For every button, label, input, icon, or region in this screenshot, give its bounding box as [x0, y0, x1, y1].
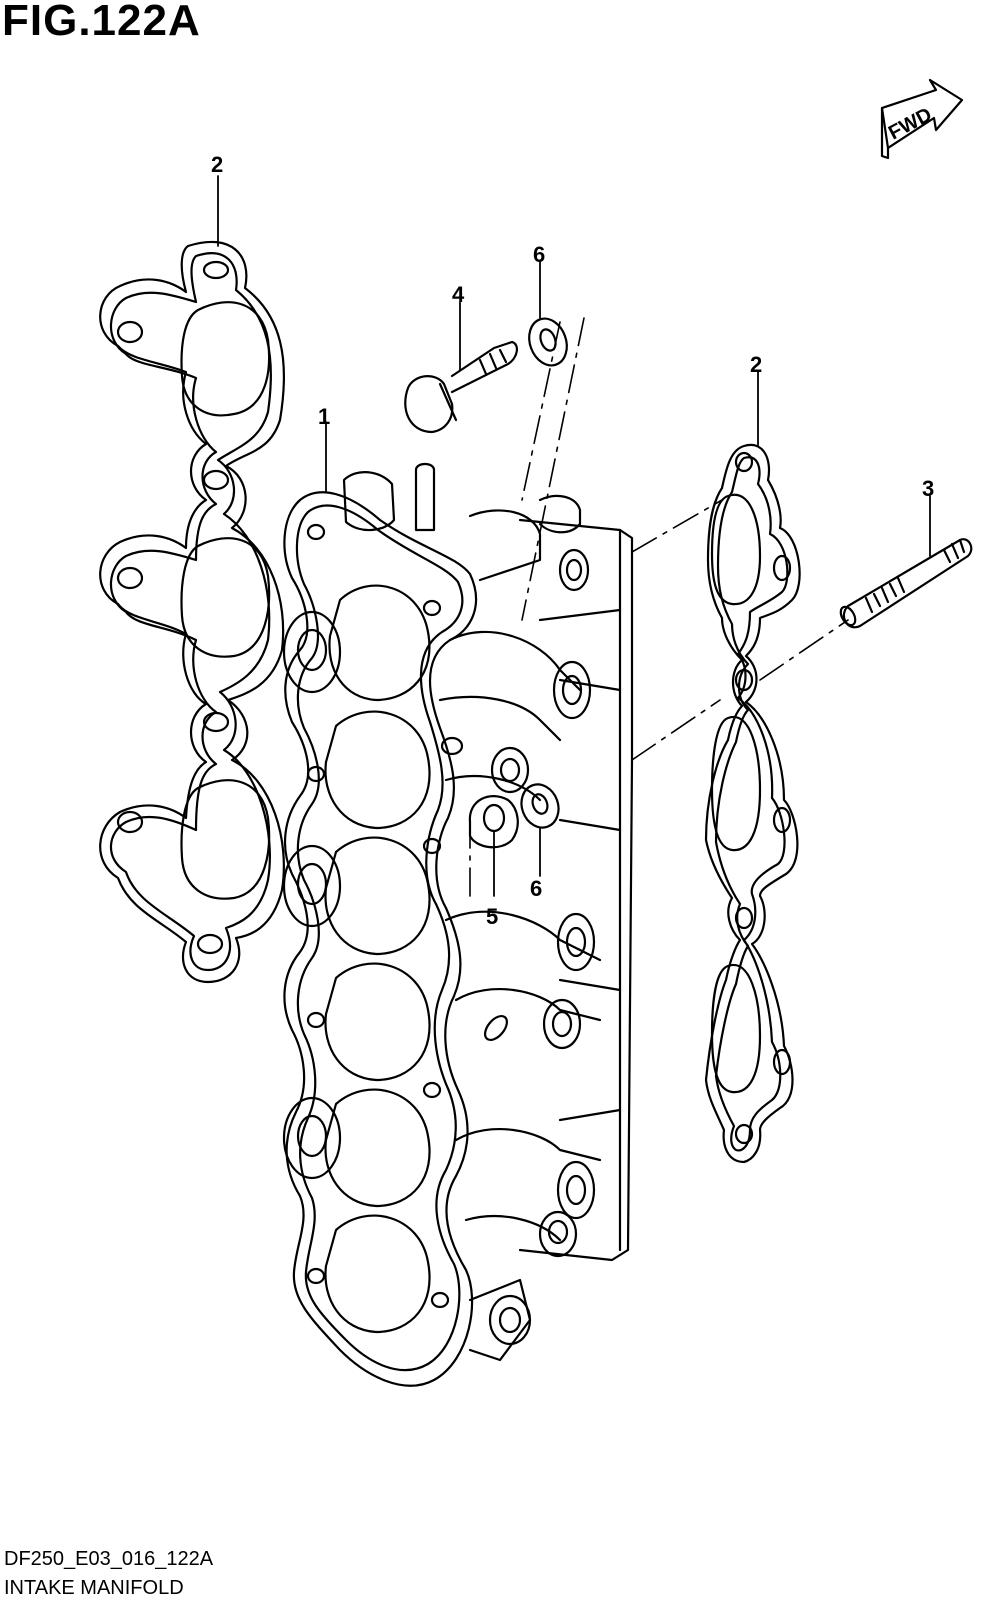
callout-manifold: 1: [318, 404, 330, 429]
stud-bolt: [839, 538, 973, 629]
left-gasket: [99, 240, 286, 984]
flange-nut: [468, 795, 519, 849]
callout-gasket-right: 2: [750, 352, 762, 377]
right-gasket: [704, 443, 801, 1164]
forward-arrow-icon: [880, 78, 964, 150]
washer-mid: [520, 783, 560, 829]
callout-nut: 5: [486, 904, 498, 929]
figure-title: FIG.122A: [2, 0, 201, 45]
fwd-badge: FWD: [880, 78, 964, 160]
callout-gasket-left: 2: [211, 152, 223, 177]
leader-lines: [217, 175, 931, 897]
callout-washer-top: 6: [533, 242, 545, 267]
washer-top: [528, 317, 568, 367]
figure-code: DF250_E03_016_122A: [4, 1548, 214, 1570]
figure-name: INTAKE MANIFOLD: [4, 1577, 184, 1599]
callout-bolt: 4: [452, 282, 465, 307]
callouts: 2 6 4 1 2 3 6 5: [211, 152, 934, 929]
callout-stud: 3: [922, 476, 934, 501]
alignment-lines: [469, 317, 849, 901]
callout-washer-mid: 6: [530, 876, 542, 901]
intake-manifold-body: [282, 462, 634, 1387]
flange-bolt: [404, 340, 518, 434]
